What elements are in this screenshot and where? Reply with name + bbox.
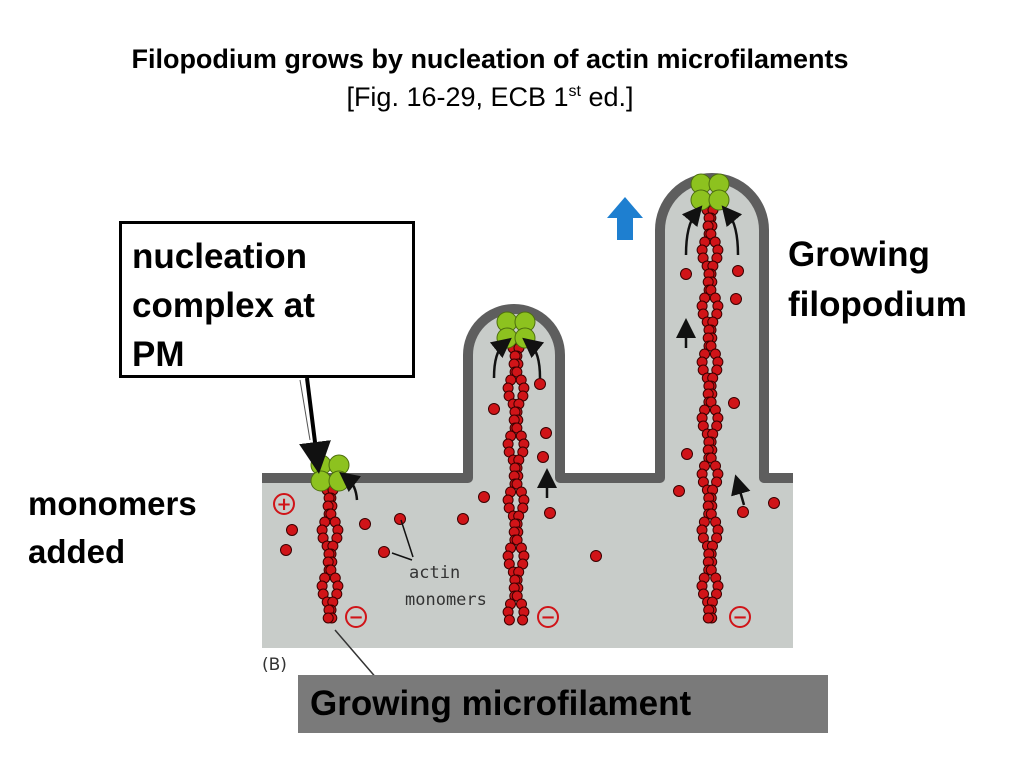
- free-actin-monomers: [280, 265, 780, 562]
- actin-monomer: [286, 524, 298, 536]
- actin-monomer: [540, 427, 552, 439]
- minus-end-icon: −: [537, 606, 559, 628]
- actin-monomer: [730, 293, 742, 305]
- actin-label: actin: [409, 563, 460, 583]
- monomers-added-label: monomers added: [28, 485, 197, 570]
- callout-leader: [299, 377, 331, 474]
- filament-bead: [517, 614, 529, 626]
- actin-monomer: [590, 550, 602, 562]
- callout-line: nucleation: [132, 237, 308, 276]
- actin-monomer: [280, 544, 292, 556]
- actin-monomer: [457, 513, 469, 525]
- callout-line: complex at: [132, 286, 315, 325]
- nucleation-complex-callout: nucleation complex at PM: [119, 221, 415, 378]
- actin-monomer: [768, 497, 780, 509]
- slide-title: Filopodium grows by nucleation of actin …: [131, 44, 849, 74]
- nucleation-complex: [496, 311, 536, 349]
- actin-monomer: [737, 506, 749, 518]
- subtitle-superscript: st: [568, 83, 581, 100]
- actin-monomer: [681, 448, 693, 460]
- filament-bead: [702, 612, 714, 624]
- callout-leader-thin: [299, 379, 311, 441]
- actin-monomer: [728, 397, 740, 409]
- actin-monomer: [478, 491, 490, 503]
- monomers-label: monomers: [405, 590, 487, 610]
- actin-monomer: [673, 485, 685, 497]
- callout-line: PM: [132, 335, 185, 374]
- microfilament-leader: [334, 629, 379, 681]
- actin-monomer: [534, 378, 546, 390]
- up-arrow-icon: [607, 197, 643, 240]
- minus-end-icon: −: [729, 606, 751, 628]
- actin-monomer: [359, 518, 371, 530]
- minus-end-icon: −: [345, 606, 367, 628]
- svg-text:−: −: [348, 607, 363, 628]
- plus-end-icon: +: [273, 493, 295, 515]
- actin-monomer: [537, 451, 549, 463]
- actin-monomer: [680, 268, 692, 280]
- filament-bead: [503, 614, 515, 626]
- svg-text:+: +: [276, 494, 291, 515]
- slide-subtitle: [Fig. 16-29, ECB 1st ed.]: [0, 80, 980, 114]
- actin-monomer: [732, 265, 744, 277]
- actin-label-pointers: [391, 519, 414, 561]
- actin-monomer: [394, 513, 406, 525]
- subtitle-main: [Fig. 16-29, ECB 1: [346, 82, 569, 112]
- nucleation-complex: [690, 173, 730, 211]
- filament-bead: [322, 612, 334, 624]
- plasma-membrane: [262, 173, 793, 483]
- actin-monomer: [488, 403, 500, 415]
- actin-monomer: [544, 507, 556, 519]
- actin-monomer: [378, 546, 390, 558]
- actin-filaments: [316, 204, 724, 626]
- svg-text:−: −: [732, 607, 747, 628]
- panel-label: (B): [262, 655, 287, 675]
- subtitle-end: ed.]: [581, 82, 634, 112]
- addition-arrows: [339, 205, 751, 506]
- growing-microfilament-label: Growing microfilament: [298, 675, 828, 733]
- growing-filopodium-label: Growing filopodium: [788, 235, 967, 324]
- svg-text:−: −: [540, 607, 555, 628]
